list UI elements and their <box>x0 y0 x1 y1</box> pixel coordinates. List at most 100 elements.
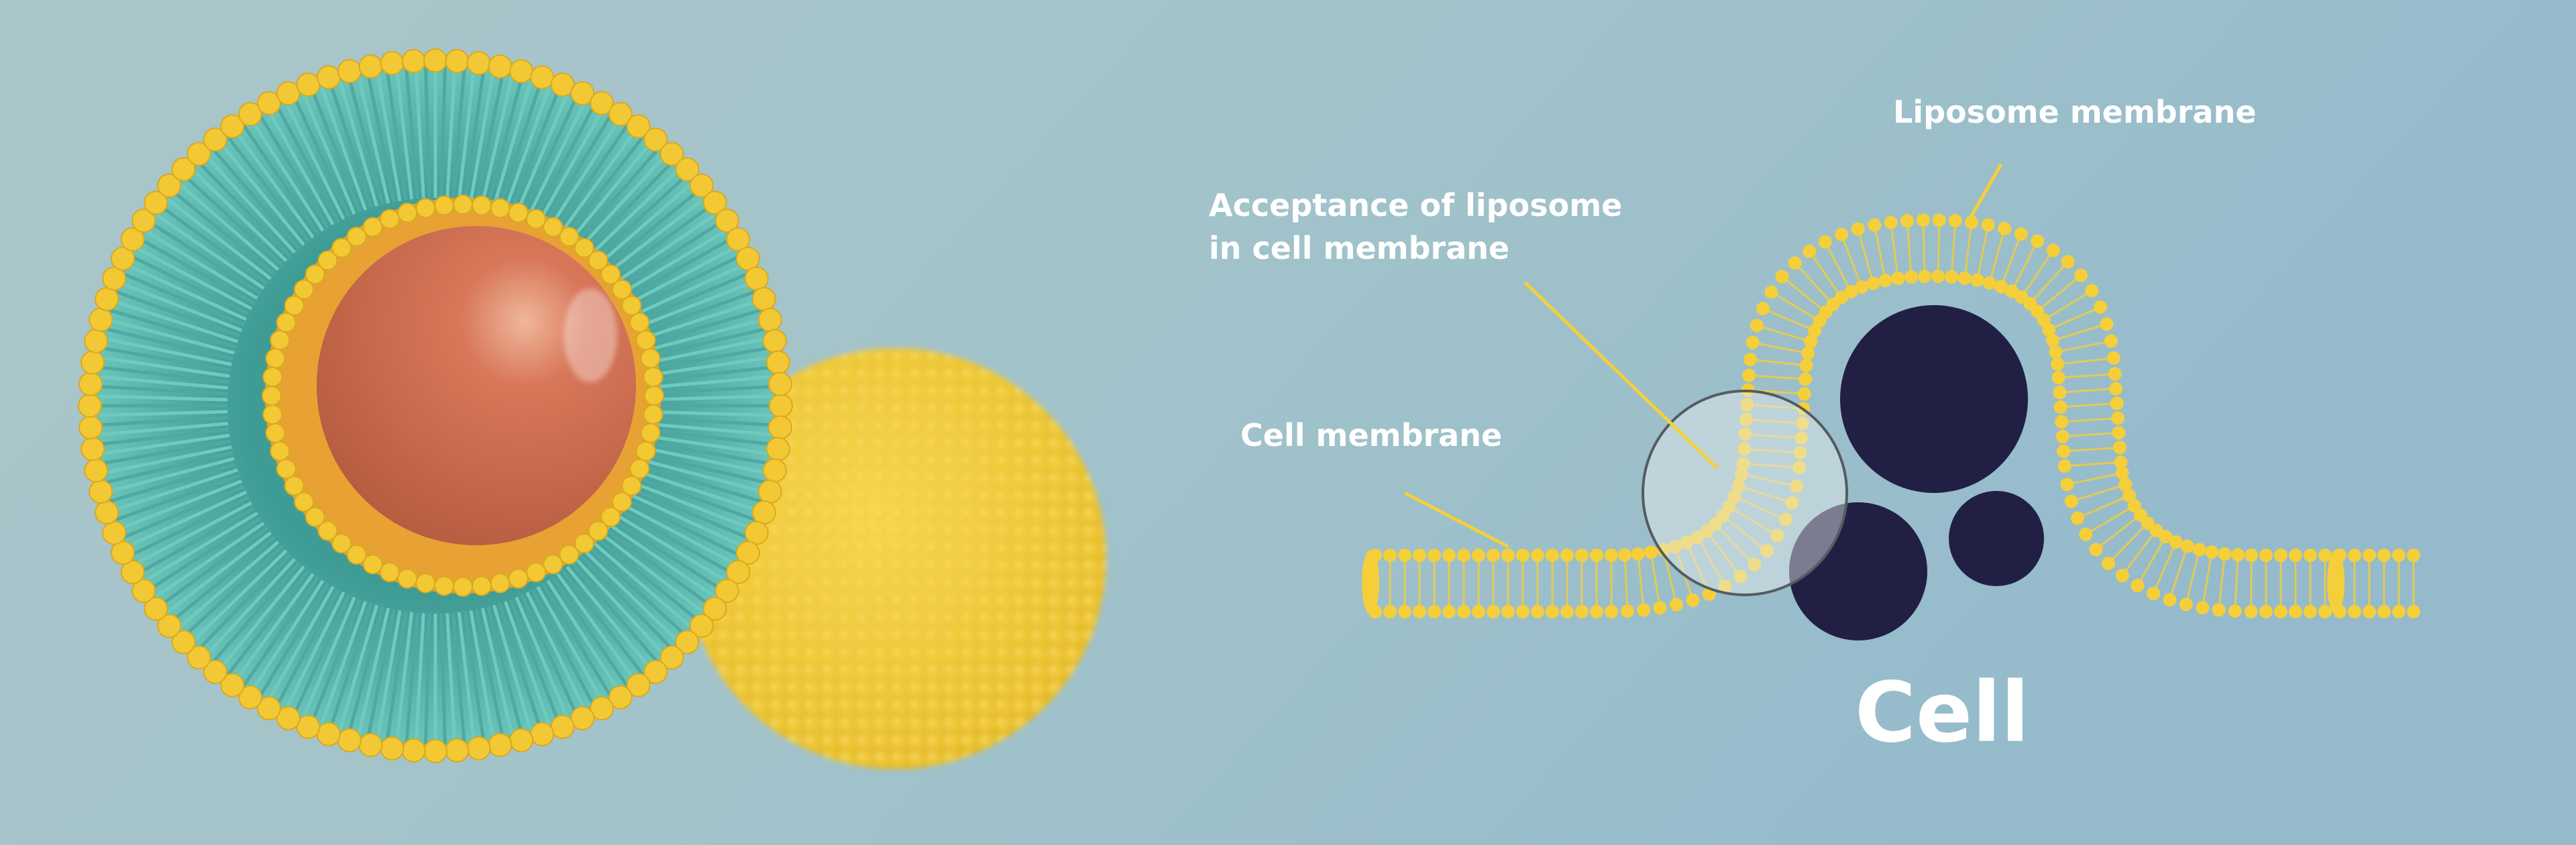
lipid-tail <box>319 86 368 211</box>
lipid-head <box>1487 605 1500 618</box>
lipid-head <box>2115 466 2129 480</box>
lipid-head <box>2046 333 2060 347</box>
lipid-head <box>2196 601 2210 615</box>
lipid-head <box>550 72 575 97</box>
lipid-tail <box>198 162 292 258</box>
lipid-head <box>276 459 297 480</box>
lipid-head <box>2051 357 2065 371</box>
lipid-head <box>111 246 136 271</box>
lipid-head <box>2109 382 2123 396</box>
lipid-head <box>423 739 447 763</box>
lipid-head <box>2110 396 2124 410</box>
lipid-head <box>358 732 383 757</box>
lipid-head <box>2347 549 2361 562</box>
lipid-head <box>186 645 211 670</box>
lipid-head <box>2377 549 2391 562</box>
lipid-head <box>751 500 776 525</box>
lipid-tail <box>191 549 288 643</box>
lipid-head <box>726 560 751 585</box>
lipid-tail <box>509 89 560 213</box>
lipid-head <box>765 350 790 375</box>
lipid-head <box>84 329 109 353</box>
lipid-head <box>397 203 418 223</box>
lipid-tail <box>1858 232 1874 280</box>
lipid-head <box>2159 530 2173 544</box>
lipid-head <box>590 696 614 721</box>
lipid-head <box>1792 460 1807 474</box>
lipid-tail <box>2001 237 2021 284</box>
lipid-tail <box>531 589 595 706</box>
lipid-tail <box>631 290 755 338</box>
lipid-head <box>276 81 301 106</box>
lipid-head <box>2089 543 2103 557</box>
lipid-tail <box>1708 533 1739 574</box>
lipid-tail <box>457 612 476 742</box>
lipid-head <box>626 673 651 697</box>
lipid-tail <box>99 355 230 378</box>
lipid-tail <box>2070 472 2119 485</box>
lipid-tail <box>551 125 629 235</box>
lipid-tail <box>1731 508 1775 534</box>
lipid-tail <box>311 598 362 722</box>
lipid-head <box>2259 549 2273 562</box>
lipid-head <box>1669 598 1683 612</box>
lipid-tail <box>126 263 248 321</box>
lipid-tail <box>2234 559 2239 608</box>
lipid-head <box>751 286 776 311</box>
lipid-bilayer-membrane <box>1368 213 2420 618</box>
aqueous-core-sphere <box>317 226 636 545</box>
lipid-tail <box>615 506 731 574</box>
lipid-tail <box>2088 506 2132 533</box>
lipid-head <box>471 575 492 596</box>
label-liposome-membrane: Liposome membrane <box>1893 94 2256 130</box>
lipid-tail <box>2067 447 2116 453</box>
lipid-tail <box>212 148 301 250</box>
lipid-tail <box>1826 245 1850 289</box>
lipid-tail <box>107 457 235 494</box>
lipid-tail <box>154 521 265 599</box>
liposome-cross-section <box>78 48 793 763</box>
lipid-head <box>423 48 447 72</box>
inner-lipid-heads <box>262 194 664 597</box>
lipid-head <box>1398 549 1411 562</box>
lipid-tail <box>595 536 699 622</box>
lipid-head <box>1868 218 1882 232</box>
lipid-head <box>220 114 245 139</box>
lipid-head <box>1948 214 1962 228</box>
lipid-tail <box>641 365 772 384</box>
lipid-head <box>600 506 621 527</box>
lipid-head <box>2055 429 2070 443</box>
lipid-tail <box>2186 553 2200 601</box>
lipid-tails <box>97 67 774 744</box>
lipid-tail <box>276 589 340 706</box>
lipid-head <box>626 114 651 139</box>
lipid-head <box>1742 368 1756 382</box>
lipid-head <box>1653 601 1667 615</box>
lipid-tail <box>149 516 262 591</box>
lipid-tail <box>480 75 514 204</box>
lipid-head <box>2046 243 2060 258</box>
lipid-tail <box>561 569 644 675</box>
lipid-head <box>265 422 286 443</box>
lipid-tail <box>105 451 233 484</box>
lipid-head <box>1590 605 1603 618</box>
lipid-head <box>1760 544 1774 558</box>
lipid-head <box>305 264 325 285</box>
lipid-head <box>401 49 426 74</box>
lipid-tail <box>140 237 256 305</box>
lipid-head <box>2179 598 2193 612</box>
lipid-head <box>640 422 661 443</box>
lipid-head <box>1775 270 1789 284</box>
lipid-tail <box>1749 433 1798 439</box>
lipid-tail <box>219 565 305 669</box>
lipid-tail <box>227 136 310 243</box>
lipid-head <box>2288 549 2302 562</box>
lipid-tail <box>160 526 268 606</box>
lipid-tail <box>469 610 495 740</box>
lipid-head <box>1487 549 1500 562</box>
lipid-tail <box>566 142 651 246</box>
lipid-head <box>1844 285 1858 299</box>
lipid-head <box>2123 489 2137 503</box>
lipid-head <box>305 506 325 527</box>
lipid-tail <box>1741 486 1789 503</box>
